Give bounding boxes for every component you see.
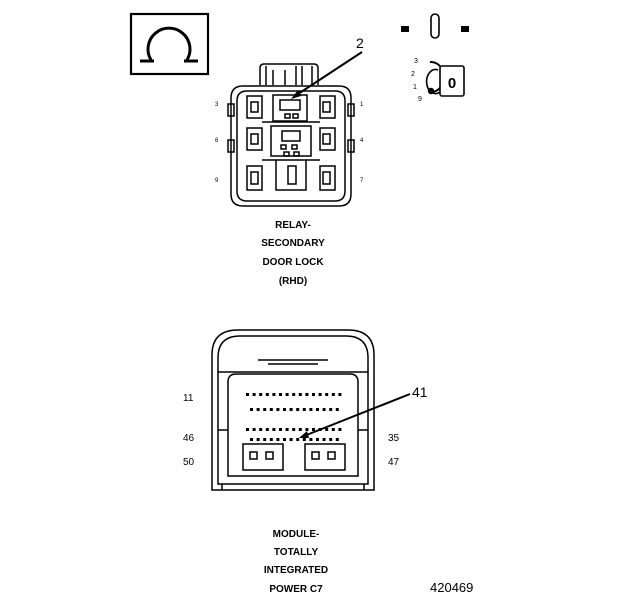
pin-cavity: [302, 408, 306, 411]
relay-caption-line: (RHD): [279, 276, 307, 287]
module-caption-line: TOTALLY: [274, 547, 319, 558]
pin-cavity: [285, 393, 289, 396]
pin-cavity: [276, 408, 280, 411]
pin-cavity: [269, 438, 273, 441]
figure-number: 420469: [430, 580, 473, 595]
pin-cavity: [292, 393, 296, 396]
pin-cavity: [312, 428, 315, 431]
pin-cavity: [283, 408, 286, 411]
pin-cavity: [265, 393, 269, 396]
pin-cavity: [312, 393, 315, 396]
pin-cavity: [272, 393, 276, 396]
pin-cavity: [263, 438, 267, 441]
key-letter: 0: [448, 75, 456, 92]
module-pin-array: [246, 393, 342, 441]
pin-cavity: [256, 408, 260, 411]
relay-callout-number: 2: [356, 35, 364, 51]
pin-cavity: [331, 428, 335, 431]
module-pin-label: 46: [183, 433, 195, 444]
relay-pin-label: 3: [215, 102, 219, 108]
pin-cavity: [338, 428, 342, 431]
pin-cavity: [289, 408, 293, 411]
module-pin-label: 47: [388, 457, 400, 468]
pin-cavity: [252, 393, 256, 396]
module-caption-line: MODULE-: [273, 529, 320, 540]
pin-cavity: [298, 428, 302, 431]
pin-cavity: [285, 428, 289, 431]
module-pin-label: 11: [183, 393, 194, 404]
pin-cavity: [305, 428, 309, 431]
key-position-label: 2: [411, 71, 415, 78]
pin-cavity: [269, 408, 273, 411]
relay-caption-line: SECONDARY: [261, 238, 325, 249]
ignition-key-icon: 0 3 2 1 9: [401, 13, 469, 103]
relay-pin-label: 7: [360, 178, 364, 184]
pin-cavity: [263, 408, 267, 411]
relay-caption-line: DOOR LOCK: [262, 257, 324, 268]
pin-cavity: [309, 408, 313, 411]
relay-connector: [227, 63, 355, 207]
pin-cavity: [325, 393, 329, 396]
pin-cavity: [335, 408, 339, 411]
module-pin-label: 50: [183, 457, 195, 468]
key-position-label: 1: [413, 84, 417, 91]
relay-pin-label: 1: [360, 102, 364, 108]
module-connector: [211, 329, 375, 491]
pin-cavity: [246, 393, 249, 396]
pin-cavity: [322, 408, 326, 411]
pin-cavity: [309, 438, 313, 441]
module-callout: 41: [299, 384, 428, 438]
pin-cavity: [322, 438, 326, 441]
pin-cavity: [292, 428, 296, 431]
pin-cavity: [279, 393, 282, 396]
pin-cavity: [265, 428, 269, 431]
relay-pin-label: 6: [215, 138, 219, 144]
module-caption-line: INTEGRATED: [264, 565, 328, 576]
pin-cavity: [335, 438, 339, 441]
pin-cavity: [302, 438, 306, 441]
pin-cavity: [276, 438, 280, 441]
relay-callout: 2: [291, 35, 364, 99]
pin-cavity: [329, 438, 333, 441]
relay-caption-line: RELAY-: [275, 220, 311, 231]
pin-cavity: [250, 438, 253, 441]
key-position-label: 9: [418, 96, 422, 103]
pin-cavity: [252, 428, 256, 431]
module-caption-line: POWER C7: [269, 584, 323, 595]
key-position-label: 3: [414, 58, 418, 65]
pin-cavity: [246, 428, 249, 431]
pin-cavity: [296, 438, 300, 441]
pin-cavity: [338, 393, 342, 396]
pin-cavity: [283, 438, 286, 441]
pin-cavity: [329, 408, 333, 411]
pin-cavity: [316, 408, 319, 411]
module-pin-label: 35: [388, 433, 400, 444]
pin-cavity: [256, 438, 260, 441]
pin-cavity: [316, 438, 319, 441]
pin-cavity: [289, 438, 293, 441]
pin-cavity: [250, 408, 253, 411]
pin-cavity: [296, 408, 300, 411]
pin-cavity: [305, 393, 309, 396]
ohm-symbol-icon: [129, 12, 210, 76]
pin-cavity: [331, 393, 335, 396]
relay-pin-label: 9: [215, 178, 219, 184]
pin-cavity: [259, 428, 263, 431]
pin-cavity: [318, 393, 322, 396]
module-callout-number: 41: [412, 384, 428, 400]
pin-cavity: [298, 393, 302, 396]
pin-cavity: [272, 428, 276, 431]
pin-cavity: [325, 428, 329, 431]
pin-cavity: [279, 428, 282, 431]
pin-cavity: [259, 393, 263, 396]
relay-pin-label: 4: [360, 138, 364, 144]
